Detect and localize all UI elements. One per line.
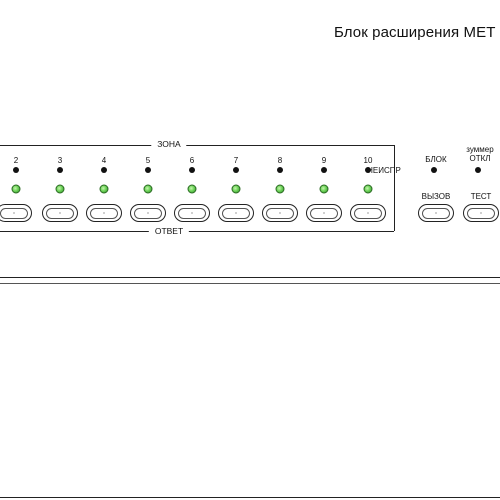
zone-button[interactable] [174,204,210,222]
zone-button[interactable] [42,204,78,222]
zone-button[interactable] [218,204,254,222]
zone-answer-led [363,184,373,194]
zone-button[interactable] [86,204,122,222]
zone-answer-led [231,184,241,194]
zone-alarm-led [57,167,63,173]
zone-alarm-led [321,167,327,173]
zone-number: 4 [101,156,107,165]
zone-button[interactable] [262,204,298,222]
zone-alarm-led [365,167,371,173]
buzzer-off-led [475,167,481,173]
zone-frame-bottom [0,231,394,232]
zone-number: 10 [363,156,373,165]
zone-answer-led [55,184,65,194]
zone-alarm-led [233,167,239,173]
buzzer-label-line1: зуммер [466,145,494,154]
zone-alarm-led [145,167,151,173]
zone-frame-top [0,145,394,146]
block-label: БЛОК [425,155,447,164]
zone-alarm-led [277,167,283,173]
call-button[interactable] [418,204,454,222]
zone-label: ЗОНА [151,139,187,149]
zone-button[interactable] [130,204,166,222]
panel-title: Блок расширения МЕТ [334,24,496,41]
zone-number: 3 [57,156,63,165]
zone-number: 5 [145,156,151,165]
zone-number: 9 [321,156,327,165]
test-label: ТЕСТ [470,192,492,201]
zone-answer-led [275,184,285,194]
buzzer-label-line2: ОТКЛ [469,154,491,163]
panel-divider-upper [0,277,500,278]
zone-answer-led [11,184,21,194]
zone-frame-right [394,145,395,231]
zone-number: 2 [13,156,19,165]
block-led [431,167,437,173]
zone-answer-led [187,184,197,194]
zone-alarm-led [189,167,195,173]
zone-answer-led [143,184,153,194]
zone-number: 8 [277,156,283,165]
panel-divider-lower [0,283,500,284]
zone-number: 7 [233,156,239,165]
panel-bottom-edge [0,497,500,498]
zone-alarm-led [101,167,107,173]
call-label: ВЫЗОВ [421,192,451,201]
fault-label: НЕИСПР [367,166,401,175]
zone-button[interactable] [350,204,386,222]
test-button[interactable] [463,204,499,222]
zone-number: 6 [189,156,195,165]
zone-alarm-led [13,167,19,173]
answer-label: ОТВЕТ [148,226,190,236]
zone-button[interactable] [0,204,32,222]
zone-answer-led [99,184,109,194]
zone-answer-led [319,184,329,194]
zone-button[interactable] [306,204,342,222]
